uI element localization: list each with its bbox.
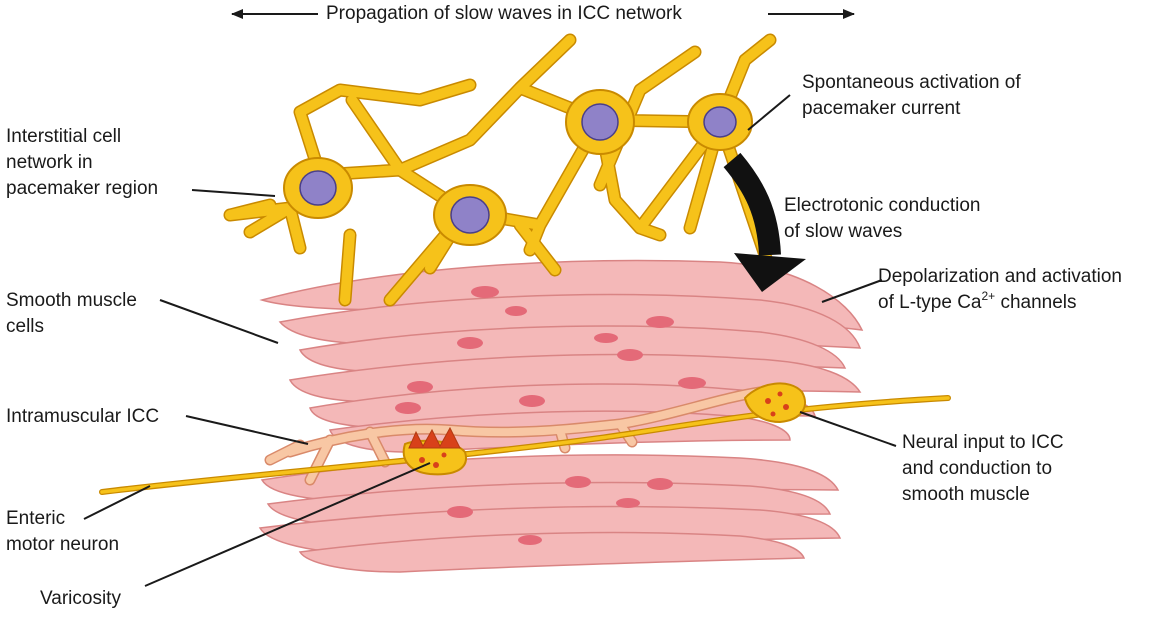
smooth-muscle-line2: cells: [6, 316, 45, 337]
electrotonic-conduction-arrow: [723, 152, 806, 292]
enteric-neuron-line1: Enteric: [6, 508, 66, 529]
icc-nuclei: [299, 103, 737, 234]
propagation-title: Propagation of slow waves in ICC network: [326, 3, 682, 24]
spontaneous-activation-label: Spontaneous activation of pacemaker curr…: [802, 70, 1021, 122]
neural-input-label: Neural input to ICC and conduction to sm…: [902, 430, 1064, 508]
neural-input-line3: smooth muscle: [902, 484, 1030, 505]
interstitial-network-line1: Interstitial cell: [6, 126, 122, 147]
interstitial-network-label: Interstitial cell network in pacemaker r…: [6, 124, 158, 202]
neural-input-line2: and conduction to: [902, 458, 1053, 479]
enteric-neuron-label: Enteric motor neuron: [6, 506, 119, 558]
icc-network-processes: [223, 33, 777, 307]
depolarization-line1: Depolarization and activation: [878, 266, 1122, 287]
interstitial-network-line3: pacemaker region: [6, 178, 159, 199]
depolarization-line2-text: of L-type Ca: [878, 292, 982, 313]
calcium-charge-superscript: 2+: [981, 288, 996, 303]
intramuscular-icc-label: Intramuscular ICC: [6, 406, 160, 427]
smooth-muscle-bundle-upper: [259, 259, 864, 453]
depolarization-label: Depolarization and activation of L-type …: [878, 264, 1122, 316]
intramuscular-icc: [264, 386, 766, 486]
electrotonic-conduction-line1: Electrotonic conduction: [784, 195, 981, 216]
leader-lines: [83, 94, 897, 587]
varicosity-lower: [402, 426, 467, 476]
smooth-muscle-line1: Smooth muscle: [6, 290, 137, 311]
spontaneous-activation-line1: Spontaneous activation of: [802, 72, 1021, 93]
depolarization-line2-end: channels: [995, 292, 1077, 313]
neural-input-line1: Neural input to ICC: [902, 432, 1064, 453]
enteric-neuron-line2: motor neuron: [6, 534, 120, 555]
depolarization-line2: of L-type Ca2+ channels: [878, 290, 1122, 316]
electrotonic-conduction-line2: of slow waves: [784, 221, 903, 242]
spontaneous-activation-line2: pacemaker current: [802, 98, 961, 119]
smooth-muscle-nuclei-lower: [447, 476, 673, 545]
varicosity-label: Varicosity: [40, 588, 121, 609]
smooth-muscle-nuclei-upper: [395, 286, 706, 414]
smooth-muscle-bundle-lower: [258, 454, 842, 573]
interstitial-network-line2: network in: [6, 152, 93, 173]
neuron-cell-body: [743, 382, 807, 424]
electrotonic-conduction-label: Electrotonic conduction of slow waves: [784, 193, 980, 245]
smooth-muscle-label: Smooth muscle cells: [6, 288, 137, 340]
